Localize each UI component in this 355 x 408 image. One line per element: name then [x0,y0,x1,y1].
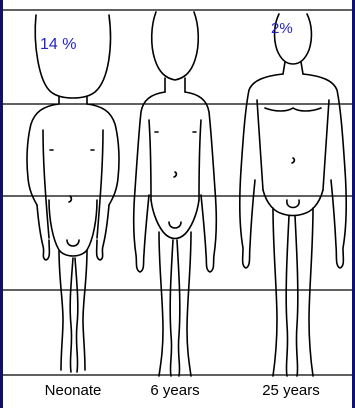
six-years-figure [134,12,217,376]
diagram-panel: 14 % 2% Neonate 6 years 25 years [3,0,352,408]
neonate-head [35,15,110,98]
body-proportions-drawing [3,0,352,408]
neonate-caption: Neonate [18,383,128,398]
six-years-caption: 6 years [120,383,230,398]
neonate-head-percent-label: 14 % [40,37,76,53]
adult-caption: 25 years [236,383,346,398]
six-years-head [152,12,199,80]
neonate-figure [27,15,119,372]
adult-figure [240,14,347,376]
adult-head-percent-label: 2% [271,21,293,36]
